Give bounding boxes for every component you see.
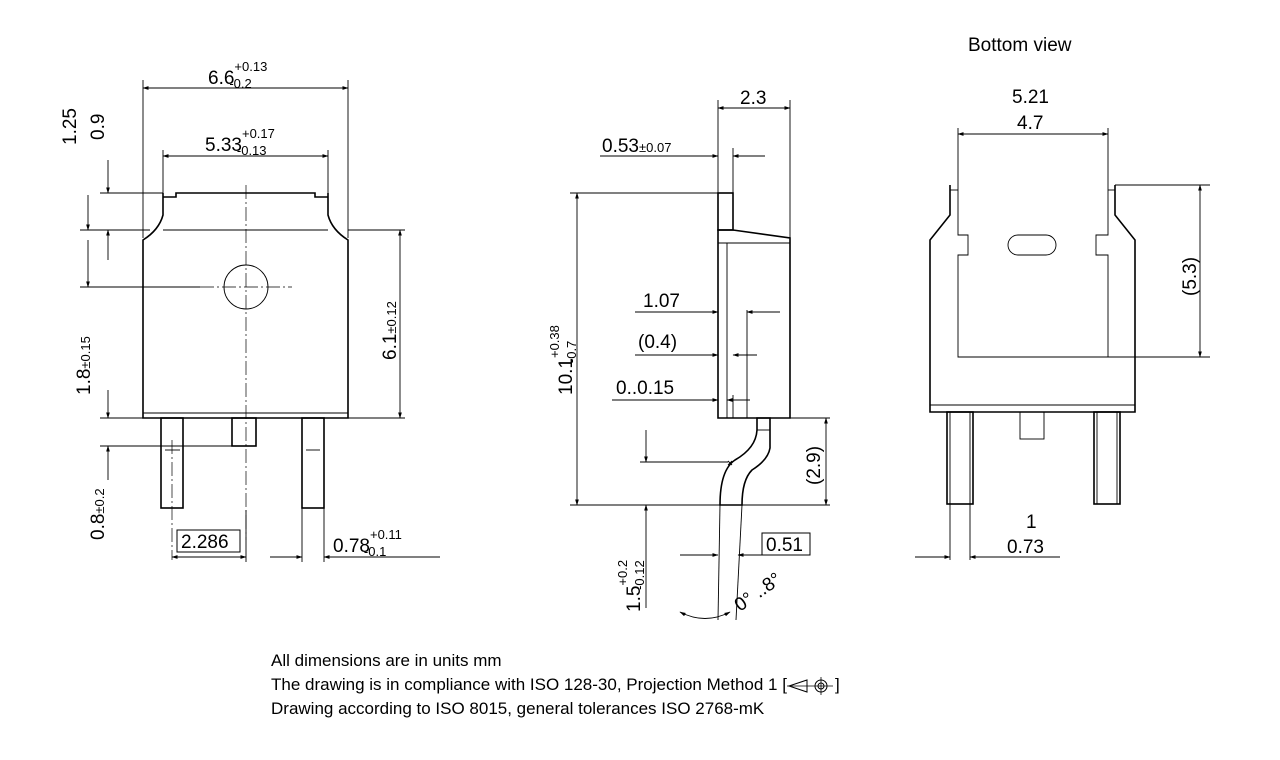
- dim-thickness-2-3: 2.3: [740, 88, 766, 109]
- dim-0-0-15: 0..0.15: [616, 378, 674, 399]
- dim-height-6-1: 6.1±0.12: [380, 301, 401, 360]
- front-view: 6.6+0.13-0.2 5.33+0.17-0.13 1.25 0.9 1.8…: [60, 59, 440, 562]
- dim-1: 1: [1026, 512, 1037, 533]
- dim-boxed-0-51: 0.51: [766, 535, 803, 556]
- note-tolerances: Drawing according to ISO 8015, general t…: [271, 699, 765, 718]
- dim-pitch-boxed: 2.286: [181, 532, 229, 553]
- note-projection-text: The drawing is in compliance with ISO 12…: [271, 675, 787, 694]
- dim-5-3: (5.3): [1180, 257, 1201, 296]
- side-view: 2.3 0.53±0.07 10.1+0.38-0.7 1.07 (0.4) 0…: [547, 88, 830, 621]
- dim-1-25: 1.25: [60, 108, 81, 145]
- dim-lead-width: 0.78+0.11-0.1: [333, 527, 402, 559]
- note-projection-close: ]: [834, 675, 840, 694]
- dim-2-9: (2.9): [804, 446, 825, 485]
- bottom-view-title: Bottom view: [968, 35, 1072, 56]
- dim-0-4: (0.4): [638, 332, 677, 353]
- dim-overall-width: 6.6+0.13-0.2: [208, 59, 267, 91]
- package-drawing: 6.6+0.13-0.2 5.33+0.17-0.13 1.25 0.9 1.8…: [60, 35, 1210, 621]
- projection-method-icon: [786, 676, 835, 696]
- dim-4-7: 4.7: [1017, 113, 1043, 134]
- dim-0-8: 0.8±0.2: [88, 488, 109, 540]
- note-units: All dimensions are in units mm: [271, 651, 502, 670]
- dim-angle: 0° ..8°: [731, 569, 786, 616]
- note-projection: The drawing is in compliance with ISO 12…: [271, 674, 840, 696]
- dim-tab-width: 5.33+0.17-0.13: [205, 126, 275, 158]
- dim-0-53: 0.53±0.07: [602, 136, 671, 157]
- dim-1-07: 1.07: [643, 291, 680, 312]
- dim-0-73: 0.73: [1007, 537, 1044, 558]
- dim-5-21: 5.21: [1012, 87, 1049, 108]
- bottom-view: Bottom view 5.21 4.7 (5.3) 1 0.73: [915, 35, 1210, 560]
- dim-total-height: 10.1+0.38-0.7: [547, 325, 579, 395]
- dim-1-8: 1.8±0.15: [74, 336, 95, 395]
- dim-0-9: 0.9: [88, 114, 109, 140]
- dim-1-5: 1.5+0.2-0.12: [615, 560, 647, 612]
